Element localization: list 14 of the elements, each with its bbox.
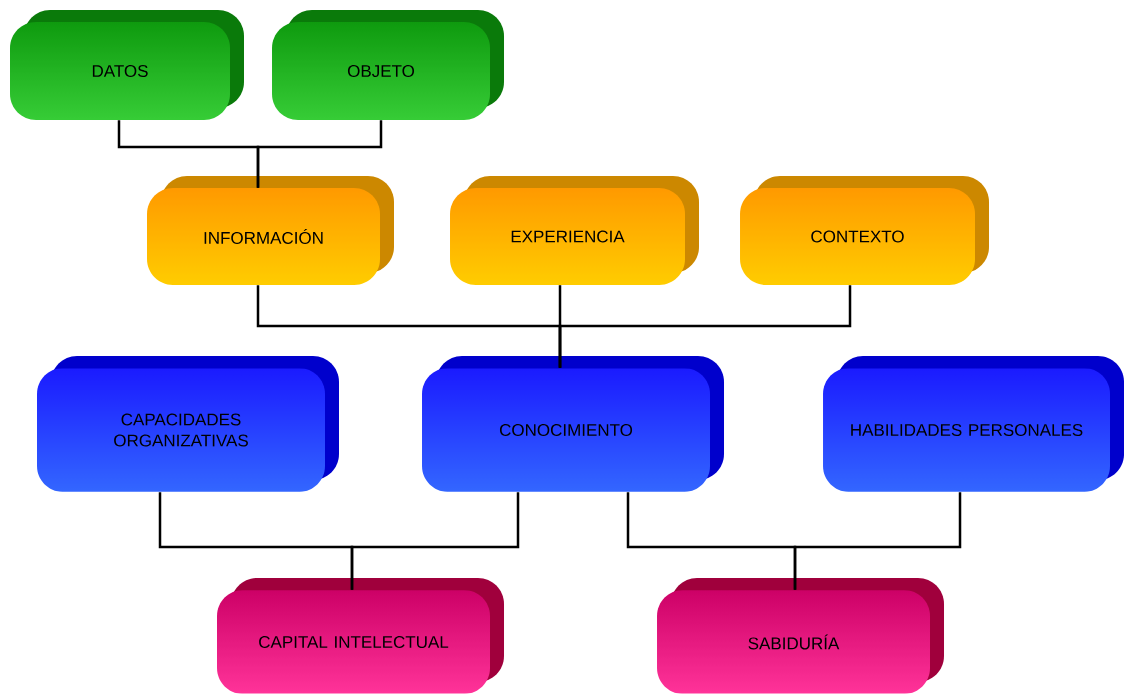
rounded-box: HABILIDADES PERSONALES bbox=[823, 356, 1124, 492]
connector-line bbox=[256, 120, 383, 188]
rounded-box: OBJETO bbox=[272, 10, 504, 120]
connector-line bbox=[558, 285, 852, 368]
connector-line bbox=[793, 492, 962, 590]
rounded-box: EXPERIENCIA bbox=[450, 176, 699, 285]
connector-line bbox=[350, 492, 520, 590]
rounded-box: CONTEXTO bbox=[740, 176, 989, 285]
rounded-box: INFORMACIÓN bbox=[147, 176, 394, 285]
rounded-box: CONOCIMIENTO bbox=[422, 356, 724, 492]
rounded-box: DATOS bbox=[10, 10, 244, 120]
rounded-box: CAPACIDADES ORGANIZATIVAS bbox=[37, 356, 339, 492]
rounded-box: CAPITAL INTELECTUAL bbox=[217, 578, 504, 694]
rounded-box: SABIDURÍA bbox=[657, 578, 944, 694]
